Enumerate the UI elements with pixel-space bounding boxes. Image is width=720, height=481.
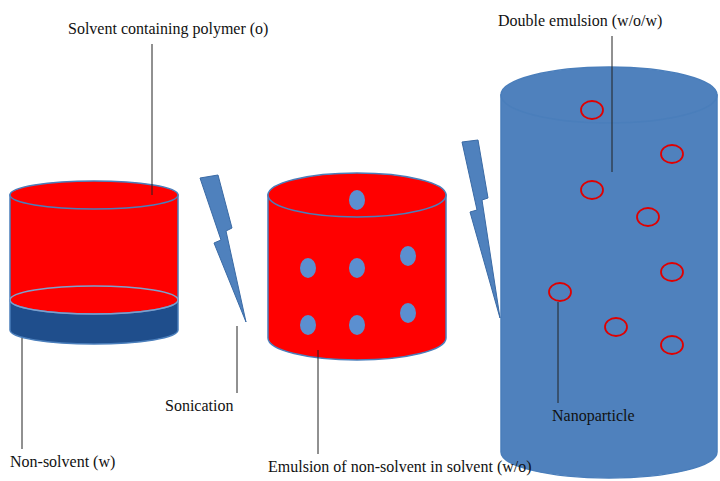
- sonication-bolt: [200, 175, 246, 322]
- callout-label: Sonication: [165, 397, 233, 415]
- two-phase-cylinder: [10, 181, 178, 344]
- leader-lines: [22, 36, 612, 454]
- emulsion-cylinder: [268, 173, 446, 360]
- callout-label: Solvent containing polymer (o): [68, 20, 268, 38]
- callout-label: Nanoparticle: [552, 407, 635, 425]
- callout-label: Double emulsion (w/o/w): [498, 12, 662, 30]
- double-emulsion-cylinder: [501, 67, 717, 478]
- sonication-bolt: [462, 140, 500, 318]
- nanoparticles: [549, 101, 683, 354]
- callout-label: Emulsion of non-solvent in solvent (w/o): [268, 458, 532, 476]
- water-droplets: [300, 190, 416, 335]
- callout-label: Non-solvent (w): [10, 453, 115, 471]
